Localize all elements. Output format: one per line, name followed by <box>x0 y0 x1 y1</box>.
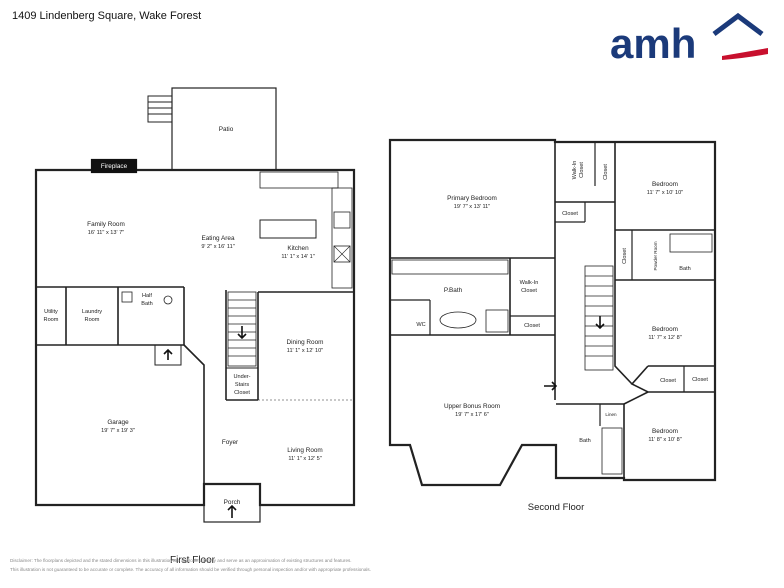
garage-dim: 19' 7" x 19' 3" <box>101 428 135 434</box>
walkin-mid-label-2: Closet <box>521 288 537 294</box>
vanity-counter <box>391 259 509 275</box>
understairs-label-3: Closet <box>234 390 250 396</box>
shower-icon <box>485 309 509 333</box>
linen-label: Linen <box>605 412 617 417</box>
utility-label-1: Utility <box>44 309 58 315</box>
upper-stair-arrow-icon <box>595 316 605 330</box>
laundry-label-2: Room <box>85 317 100 323</box>
eating-area-dim: 9' 2" x 16' 11" <box>201 244 234 250</box>
half-bath-label-2: Bath <box>141 301 153 307</box>
logo-text: amh <box>610 20 696 64</box>
bonus-room-name: Upper Bonus Room <box>444 403 500 410</box>
counter-top <box>259 171 339 189</box>
bedroom-2-dim: 11' 7" x 12' 8" <box>648 335 681 341</box>
tub-icon-upper <box>669 233 713 253</box>
understairs-label-1: Under- <box>233 374 250 380</box>
fireplace-label: Fireplace <box>101 163 128 170</box>
porch-label: Porch <box>224 499 241 506</box>
second-floor-stairs <box>584 265 614 371</box>
walkin-top-label-2: Closet <box>579 162 585 178</box>
family-room-name: Family Room <box>87 221 125 228</box>
primary-bedroom-name: Primary Bedroom <box>447 195 497 202</box>
counter-side <box>331 187 353 289</box>
first-floor-label: First Floor <box>170 555 215 566</box>
fireplace-box <box>90 158 138 174</box>
utility-label-2: Room <box>44 317 59 323</box>
garage-name: Garage <box>107 419 129 426</box>
toilet-icon <box>163 295 173 305</box>
garage-arrow-icon <box>163 348 173 360</box>
address-title: 1409 Lindenberg Square, Wake Forest <box>12 10 202 22</box>
closet-narrow-label: Closet <box>603 164 609 180</box>
bath-lower-label: Bath <box>579 438 591 444</box>
kitchen-name: Kitchen <box>287 245 309 252</box>
closet-d-label: Closet <box>692 377 708 383</box>
bedroom-1-dim: 11' 7" x 10' 10" <box>647 190 683 196</box>
bedroom-1-name: Bedroom <box>652 181 678 188</box>
kitchen-island <box>259 219 317 239</box>
bonus-arrow-icon <box>544 381 558 391</box>
closet-a-label: Closet <box>562 211 578 217</box>
laundry-label-1: Laundry <box>82 309 102 315</box>
pbath-label: P.Bath <box>444 287 463 294</box>
amh-logo: amh <box>610 12 768 64</box>
bath-small-label: Bath <box>679 266 691 272</box>
half-bath-label-1: Half <box>142 293 152 299</box>
closet-v-label: Closet <box>622 248 628 264</box>
walkin-mid-label-1: Walk-In <box>520 280 539 286</box>
bedroom-2-name: Bedroom <box>652 326 678 333</box>
porch-arrow-icon <box>227 504 237 518</box>
kitchen-dim: 11' 1" x 14' 1" <box>281 254 314 260</box>
living-room-dim: 11' 1" x 12' 5" <box>288 456 321 462</box>
dining-room-dim: 11' 1" x 12' 10" <box>287 348 323 354</box>
closet-b-label: Closet <box>524 323 540 329</box>
bonus-room-dim: 19' 7" x 17' 6" <box>455 412 489 418</box>
stair-arrow-icon <box>237 326 247 340</box>
garage-step <box>154 344 182 366</box>
primary-bedroom-dim: 19' 7" x 13' 11" <box>454 204 490 210</box>
bedroom-3-dim: 11' 8" x 10' 8" <box>648 437 681 443</box>
tub-icon <box>439 311 477 329</box>
first-floor-stairs <box>227 291 257 367</box>
bath-tub-icon <box>601 427 623 475</box>
bedroom-3-name: Bedroom <box>652 428 678 435</box>
dining-room-name: Dining Room <box>287 339 324 346</box>
fridge-icon <box>333 245 351 263</box>
understairs-label-2: Stairs <box>235 382 250 388</box>
logo-roof-icon <box>712 12 764 36</box>
closet-c-label: Closet <box>660 378 676 384</box>
foyer-label: Foyer <box>222 439 239 446</box>
disclaimer-line-2: This illustration is not guaranteed to b… <box>10 567 371 572</box>
logo-swoosh <box>722 48 768 60</box>
eating-area-name: Eating Area <box>201 235 234 242</box>
living-room-name: Living Room <box>287 447 323 454</box>
porch-outline <box>203 483 261 523</box>
second-floor-label: Second Floor <box>528 502 585 513</box>
powder-room-label: Powder Room <box>653 241 658 270</box>
range-icon <box>333 211 351 229</box>
walkin-top-label-1: Walk-In <box>572 161 578 180</box>
patio-steps-icon <box>147 95 173 123</box>
patio-label: Patio <box>219 126 234 133</box>
wc-label: WC <box>416 322 425 328</box>
family-room-dim: 16' 11" x 13' 7" <box>88 230 124 236</box>
disclaimer-line-1: Disclaimer: The floorplans depicted and … <box>10 558 352 563</box>
sink-icon <box>121 291 133 303</box>
